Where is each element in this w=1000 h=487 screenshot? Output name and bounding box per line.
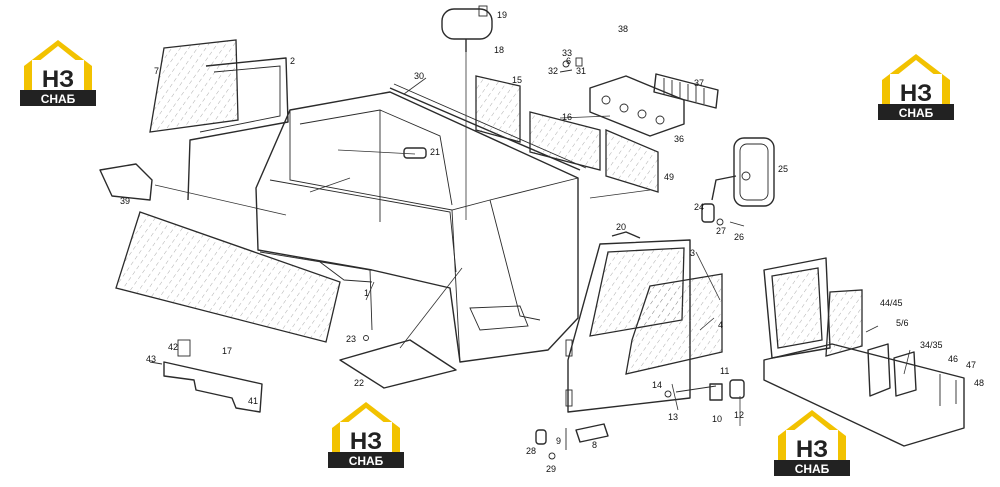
logo-top-right: НЗ СНАБ — [878, 54, 954, 120]
logo-bottom-right: НЗ СНАБ — [774, 410, 850, 476]
label-43: 43 — [146, 354, 156, 364]
label-34-35: 34/35 — [920, 340, 943, 350]
logo-bottom-center: НЗ СНАБ — [328, 402, 404, 468]
label-14: 14 — [652, 380, 662, 390]
label-19: 19 — [497, 10, 507, 20]
label-24: 24 — [694, 202, 704, 212]
label-7: 7 — [154, 66, 159, 76]
label-23: 23 — [346, 334, 356, 344]
label-28: 28 — [526, 446, 536, 456]
side-door-frame — [763, 257, 831, 359]
label-3: 3 — [690, 248, 695, 258]
lower-panel — [149, 339, 263, 413]
logo-subtitle: СНАБ — [795, 462, 830, 476]
label-6: 6 — [566, 56, 571, 66]
side-cover — [763, 289, 965, 447]
logo-letters: НЗ — [350, 428, 382, 455]
dome-light — [403, 147, 427, 159]
label-18: 18 — [494, 45, 504, 55]
label-21: 21 — [430, 147, 440, 157]
label-11: 11 — [720, 366, 729, 376]
label-26: 26 — [734, 232, 744, 242]
logo-letters: НЗ — [900, 80, 932, 107]
door-glass — [625, 273, 723, 375]
label-39: 39 — [120, 196, 130, 206]
bracket-39 — [99, 163, 153, 201]
logo-subtitle: СНАБ — [899, 106, 934, 120]
floor-plate — [339, 339, 457, 389]
label-5-6: 5/6 — [896, 318, 909, 328]
label-49: 49 — [664, 172, 674, 182]
roof-glass-15 — [475, 75, 521, 143]
logo-letters: НЗ — [796, 436, 828, 463]
label-33: 33 — [562, 48, 572, 58]
side-glass-49 — [605, 129, 659, 193]
label-44-45: 44/45 — [880, 298, 903, 308]
logo-letters: НЗ — [42, 66, 74, 93]
label-29: 29 — [546, 464, 556, 474]
exterior-mirror — [711, 137, 775, 207]
cab-body — [255, 91, 579, 363]
hardware-31-33 — [559, 57, 583, 73]
label-13: 13 — [668, 412, 678, 422]
label-47: 47 — [966, 360, 976, 370]
label-25: 25 — [778, 164, 788, 174]
lock-parts — [664, 379, 745, 401]
label-32: 32 — [548, 66, 558, 76]
label-1: 1 — [364, 288, 369, 298]
label-10: 10 — [712, 414, 722, 424]
logo-top-left: НЗ СНАБ — [20, 40, 96, 106]
roof-glass-16 — [529, 111, 601, 171]
console-cover — [653, 73, 719, 109]
label-2: 2 — [290, 56, 295, 66]
label-41: 41 — [248, 396, 258, 406]
logo-subtitle: СНАБ — [41, 92, 76, 106]
label-12: 12 — [734, 410, 744, 420]
label-15: 15 — [512, 75, 522, 85]
label-9: 9 — [556, 436, 561, 446]
label-16: 16 — [562, 112, 572, 122]
label-31: 31 — [576, 66, 586, 76]
mirror-mount-parts — [701, 203, 745, 227]
label-22: 22 — [354, 378, 364, 388]
windshield — [115, 211, 341, 343]
label-20: 20 — [616, 222, 626, 232]
part-labels: 19 18 7 2 30 15 33 6 31 32 38 37 16 36 2… — [120, 10, 984, 474]
label-27: 27 — [716, 226, 726, 236]
rear-window-frame — [187, 57, 289, 201]
label-46: 46 — [948, 354, 958, 364]
logo-subtitle: СНАБ — [349, 454, 384, 468]
leader-lines — [154, 52, 911, 426]
label-8: 8 — [592, 440, 597, 450]
interior-mirror — [441, 5, 493, 52]
label-37: 37 — [694, 78, 704, 88]
label-38: 38 — [618, 24, 628, 34]
label-17: 17 — [222, 346, 232, 356]
hinge-parts — [535, 423, 609, 460]
console-box — [589, 75, 685, 137]
bolt-23 — [363, 335, 369, 341]
label-42: 42 — [168, 342, 178, 352]
label-48: 48 — [974, 378, 984, 388]
label-36: 36 — [674, 134, 684, 144]
label-4: 4 — [718, 320, 723, 330]
rear-window-glass — [149, 39, 239, 133]
door-handle — [611, 231, 641, 239]
label-30: 30 — [414, 71, 424, 81]
